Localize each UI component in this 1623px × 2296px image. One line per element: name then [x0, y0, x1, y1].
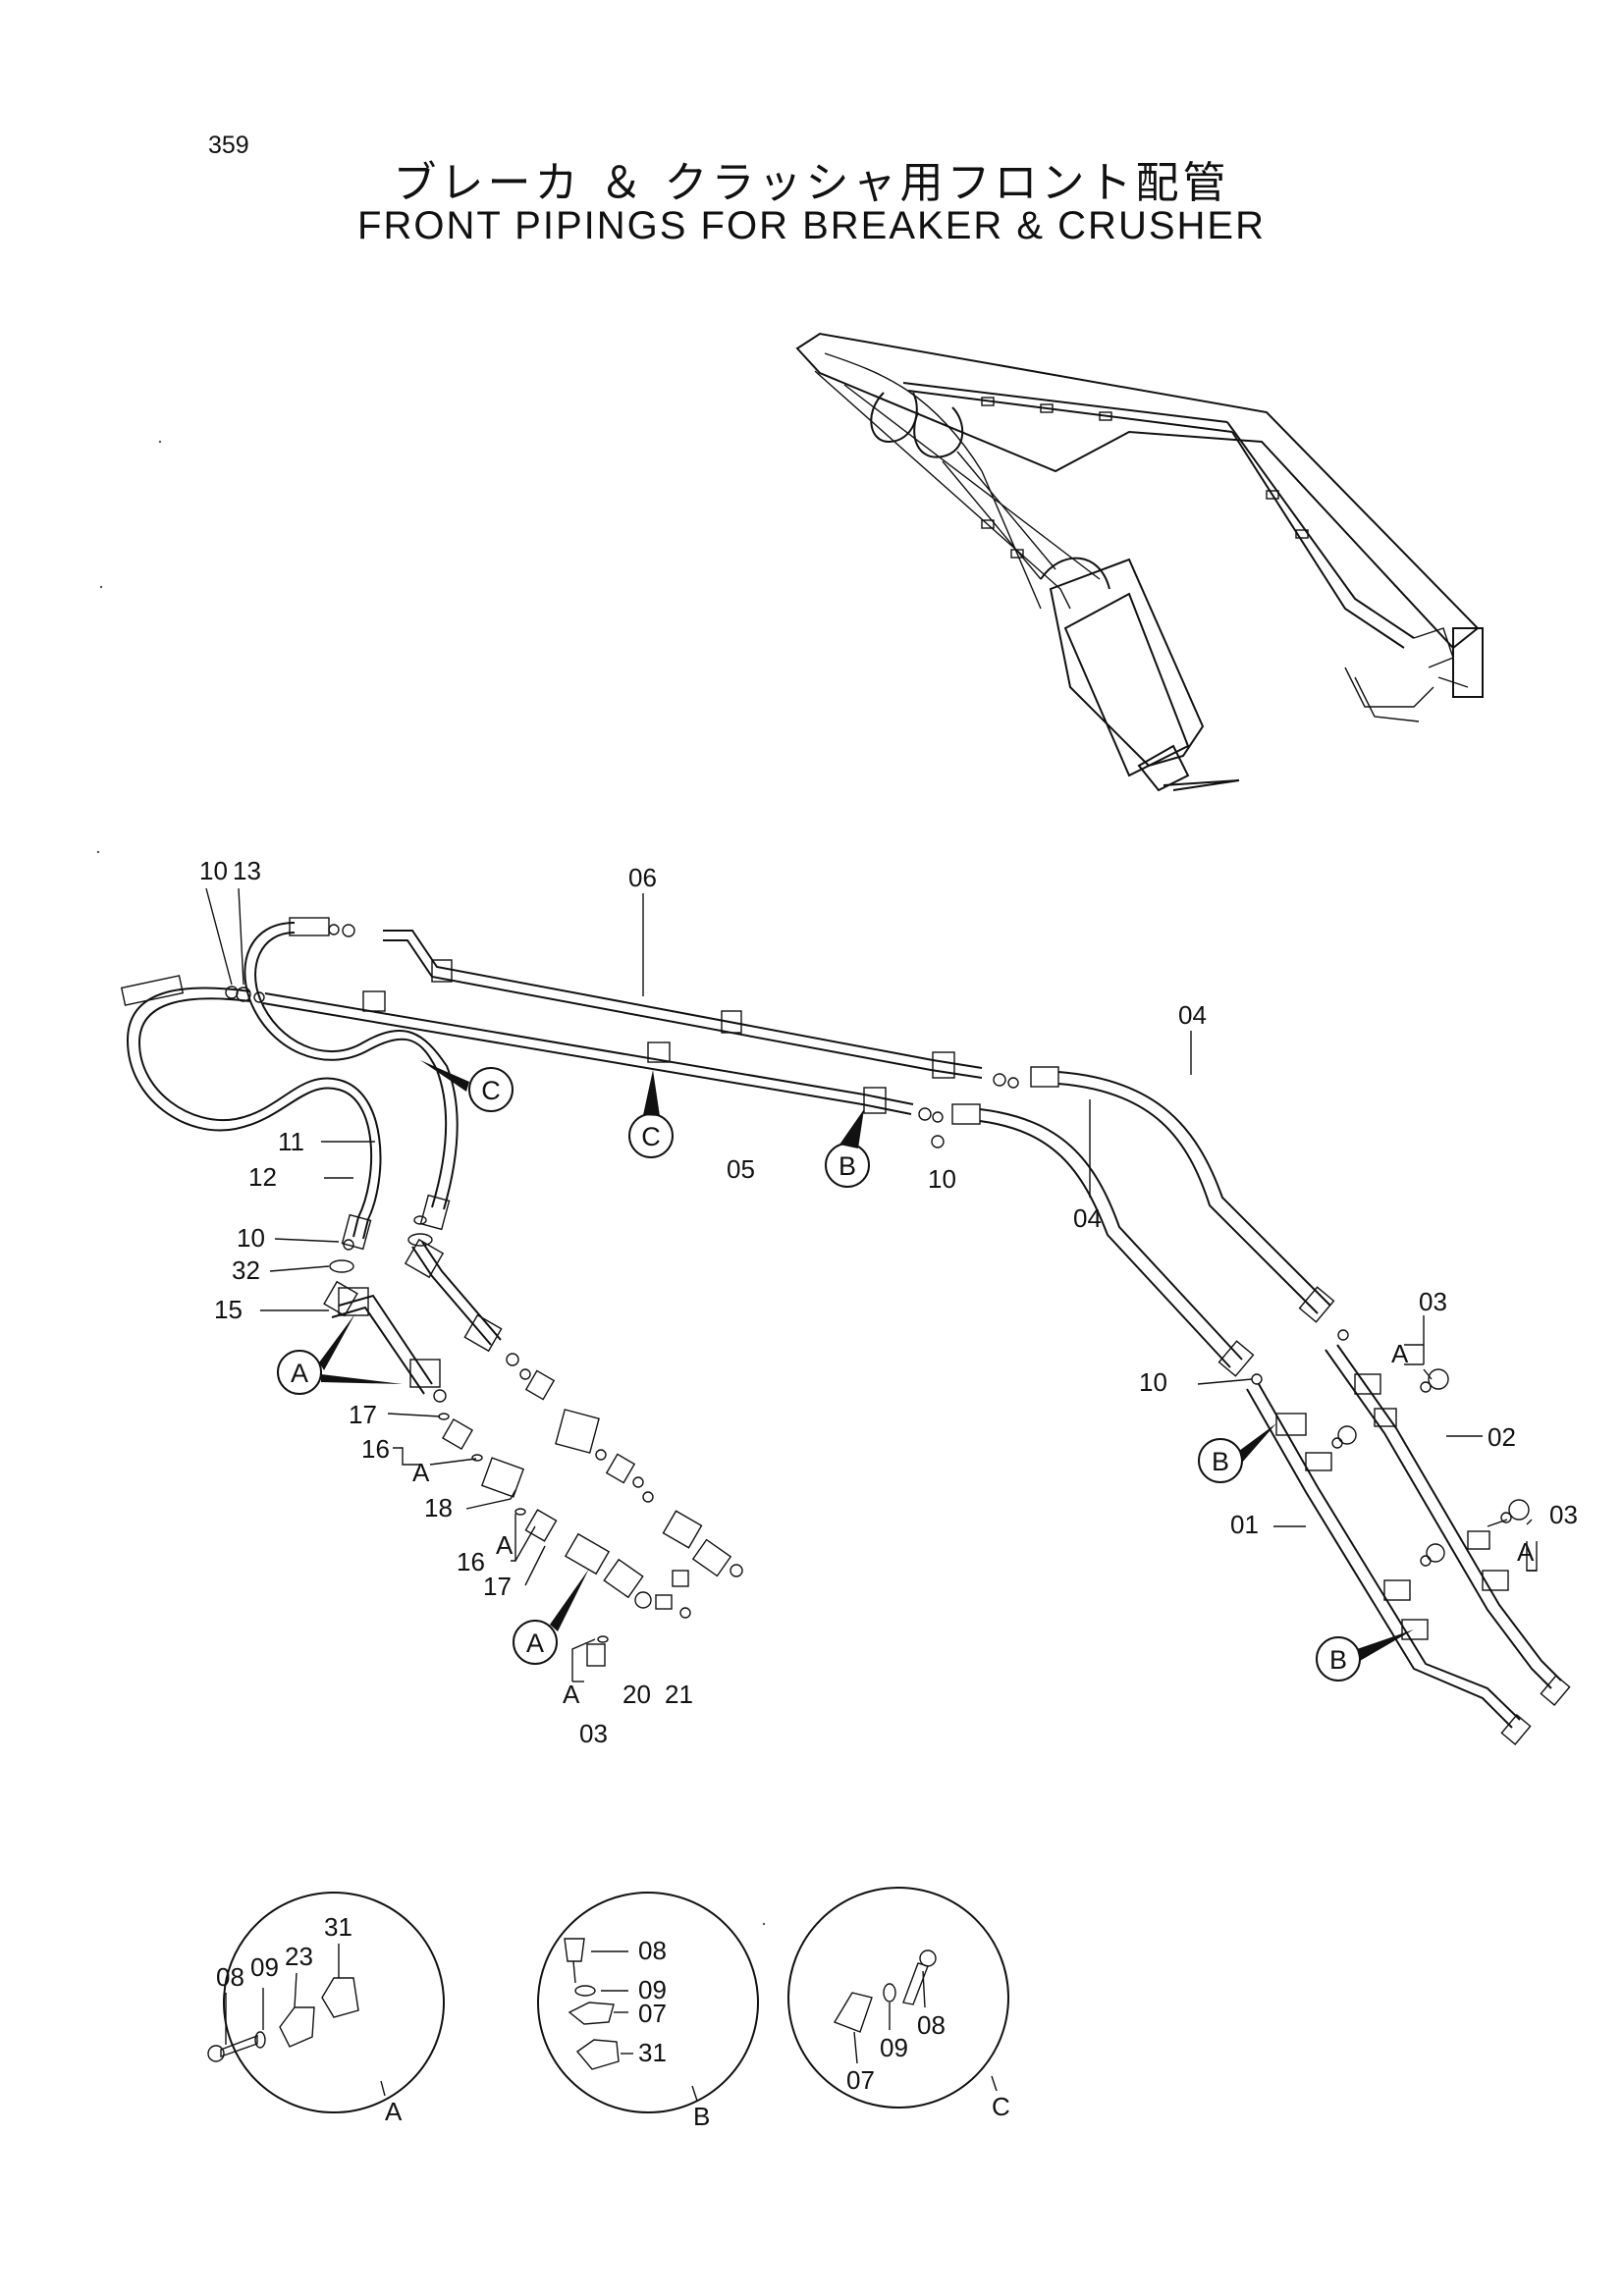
page-number: 359 — [208, 132, 249, 159]
label-10-mid: 10 — [928, 1164, 956, 1194]
callout-b-1: B — [839, 1151, 856, 1181]
leader-lines — [205, 887, 1537, 1682]
detail-b-31: 31 — [638, 2038, 667, 2067]
label-20: 20 — [622, 1680, 651, 1709]
detail-a-31: 31 — [324, 1912, 352, 1942]
label-a-bracket-2: A — [496, 1530, 514, 1560]
label-17-lower: 17 — [483, 1572, 512, 1601]
detail-c-caption: C — [992, 2092, 1010, 2121]
detail-a-08: 08 — [216, 1962, 244, 1992]
label-a-bracket-5: A — [1517, 1537, 1535, 1567]
label-04-upper: 04 — [1178, 1000, 1207, 1030]
title-japanese: ブレーカ ＆ クラッシャ用フロント配管 — [393, 158, 1230, 208]
detail-a-23: 23 — [285, 1942, 313, 1971]
callout-c-2: C — [641, 1122, 661, 1151]
part-labels: 10 13 06 04 05 10 04 11 12 10 32 15 17 1… — [199, 856, 1578, 1748]
excavator-overview-illustration — [795, 332, 1484, 792]
label-18: 18 — [424, 1493, 453, 1522]
label-04-lower: 04 — [1073, 1203, 1102, 1233]
label-02: 02 — [1488, 1422, 1516, 1452]
detail-b-07: 07 — [638, 1999, 667, 2028]
label-16-upper: 16 — [361, 1434, 390, 1464]
callout-b-2: B — [1212, 1447, 1229, 1476]
label-32: 32 — [232, 1255, 260, 1285]
callout-a-1: A — [291, 1359, 308, 1388]
label-10-left: 10 — [237, 1223, 265, 1253]
label-06: 06 — [628, 863, 657, 892]
label-16-lower: 16 — [457, 1547, 485, 1576]
detail-view-b: 08 09 07 31 B — [537, 1892, 759, 2131]
label-a-bracket-4: A — [1391, 1339, 1409, 1368]
detail-a-09: 09 — [250, 1952, 279, 1982]
label-11: 11 — [278, 1127, 304, 1156]
label-05: 05 — [727, 1154, 755, 1184]
detail-view-c: 07 09 08 C — [787, 1887, 1010, 2121]
label-13: 13 — [233, 856, 261, 885]
label-03-right-lower: 03 — [1549, 1500, 1578, 1529]
label-01: 01 — [1230, 1510, 1259, 1539]
detail-b-09: 09 — [638, 1975, 667, 2004]
detail-c-08: 08 — [917, 2010, 946, 2040]
label-03-right-top: 03 — [1419, 1287, 1447, 1316]
label-a-bracket-3: A — [563, 1680, 580, 1709]
label-21: 21 — [665, 1680, 693, 1709]
callout-a-2: A — [526, 1629, 544, 1658]
detail-c-07: 07 — [846, 2065, 875, 2095]
callout-c-1: C — [481, 1076, 501, 1105]
label-a-bracket-1: A — [412, 1458, 430, 1487]
detail-a-caption: A — [385, 2097, 403, 2126]
detail-c-09: 09 — [880, 2033, 908, 2062]
label-15: 15 — [214, 1295, 243, 1324]
main-piping-assembly — [120, 917, 1571, 1745]
label-12: 12 — [248, 1162, 277, 1192]
label-10-top: 10 — [199, 856, 228, 885]
label-17-upper: 17 — [349, 1400, 377, 1429]
detail-view-a: 08 09 23 31 A — [207, 1892, 445, 2126]
detail-b-caption: B — [693, 2102, 710, 2131]
title-english: FRONT PIPINGS FOR BREAKER & CRUSHER — [357, 204, 1266, 247]
callout-b-3: B — [1329, 1645, 1347, 1675]
callouts: C C B A A B B — [277, 1060, 1414, 1682]
label-10-right: 10 — [1139, 1367, 1167, 1397]
detail-b-08: 08 — [638, 1936, 667, 1965]
label-03-bottom: 03 — [579, 1719, 608, 1748]
